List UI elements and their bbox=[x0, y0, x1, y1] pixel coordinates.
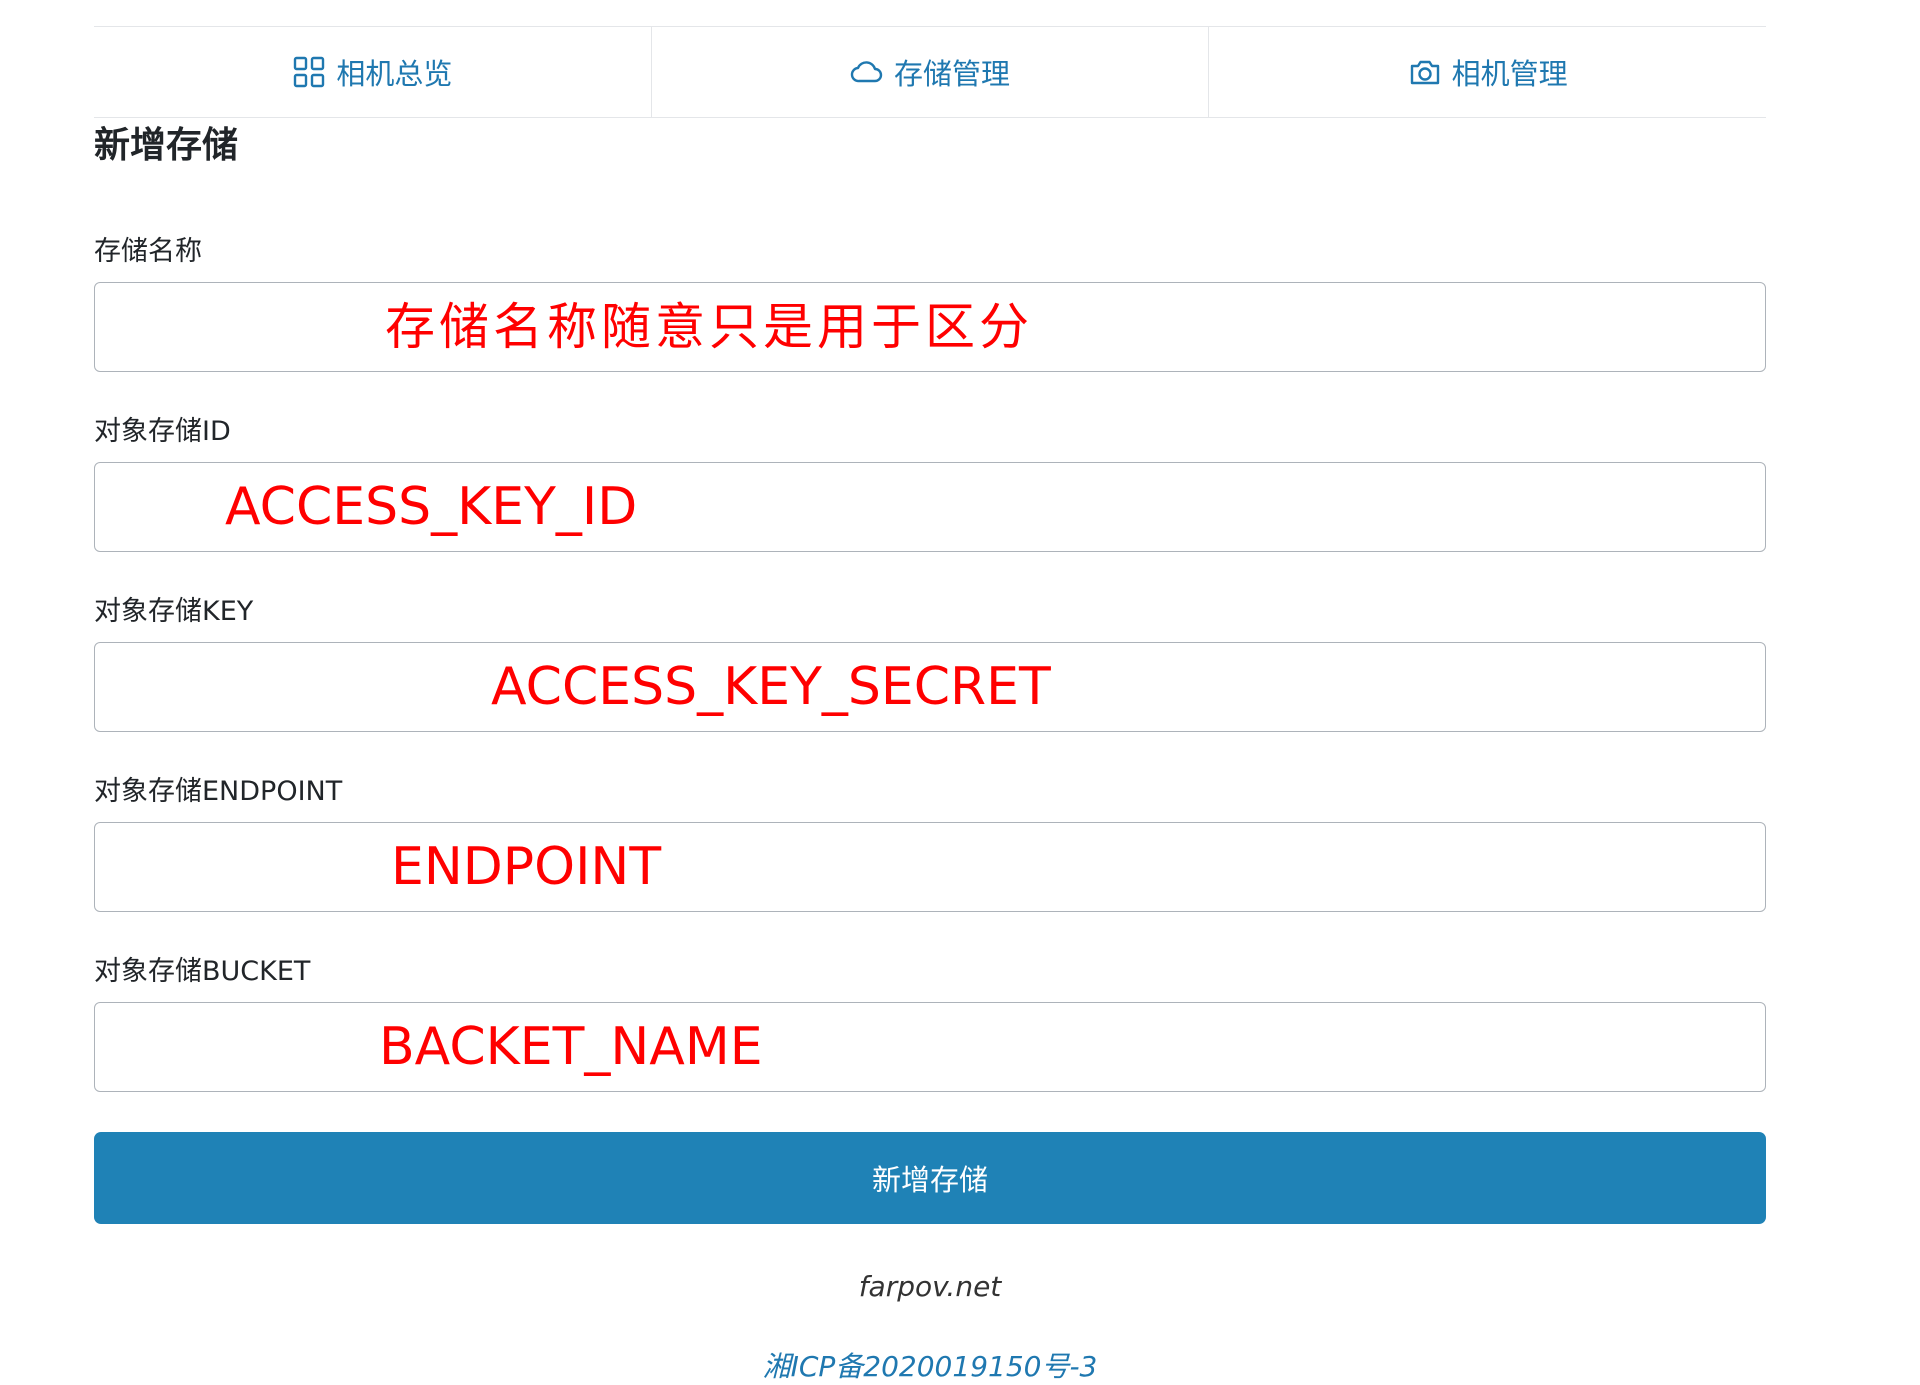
endpoint-field: 对象存储ENDPOINT ENDPOINT bbox=[94, 772, 1766, 912]
field-label: 存储名称 bbox=[94, 236, 202, 267]
nav-tab-camera-overview[interactable]: 相机总览 bbox=[94, 27, 651, 117]
footer-site-name: farpov.net bbox=[858, 1270, 1002, 1303]
page-title: 新增存储 bbox=[94, 125, 239, 166]
nav-tab-label: 存储管理 bbox=[894, 57, 1011, 91]
input-value: 存储名称随意只是用于区分 bbox=[385, 298, 1033, 356]
input-value: ACCESS_KEY_SECRET bbox=[491, 657, 1051, 717]
input-value: ENDPOINT bbox=[391, 837, 662, 897]
field-label: 对象存储BUCKET bbox=[94, 956, 311, 987]
field-label: 对象存储ENDPOINT bbox=[94, 776, 343, 807]
access-key-secret-input[interactable]: ACCESS_KEY_SECRET bbox=[94, 642, 1766, 732]
bucket-input[interactable]: BACKET_NAME bbox=[94, 1002, 1766, 1092]
access-key-id-field: 对象存储ID ACCESS_KEY_ID bbox=[94, 412, 1766, 552]
nav-tab-camera-management[interactable]: 相机管理 bbox=[1208, 27, 1766, 117]
field-label: 对象存储ID bbox=[94, 416, 231, 447]
top-nav: 相机总览 存储管理 相机管理 bbox=[94, 26, 1766, 118]
nav-tab-label: 相机总览 bbox=[336, 57, 453, 91]
storage-name-field: 存储名称 存储名称随意只是用于区分 bbox=[94, 232, 1766, 372]
storage-name-input[interactable]: 存储名称随意只是用于区分 bbox=[94, 282, 1766, 372]
bucket-field: 对象存储BUCKET BACKET_NAME bbox=[94, 952, 1766, 1092]
footer-icp-link[interactable]: 湘ICP备2020019150号-3 bbox=[762, 1350, 1098, 1383]
access-key-id-input[interactable]: ACCESS_KEY_ID bbox=[94, 462, 1766, 552]
nav-tab-label: 相机管理 bbox=[1451, 57, 1568, 91]
input-value: ACCESS_KEY_ID bbox=[225, 477, 638, 537]
camera-icon bbox=[1408, 55, 1442, 89]
field-label: 对象存储KEY bbox=[94, 596, 254, 627]
cloud-icon bbox=[850, 55, 884, 89]
input-value: BACKET_NAME bbox=[379, 1017, 763, 1077]
access-key-secret-field: 对象存储KEY ACCESS_KEY_SECRET bbox=[94, 592, 1766, 732]
endpoint-input[interactable]: ENDPOINT bbox=[94, 822, 1766, 912]
add-storage-button[interactable]: 新增存储 bbox=[94, 1132, 1766, 1224]
grid-icon bbox=[292, 55, 326, 89]
nav-tab-storage-management[interactable]: 存储管理 bbox=[650, 27, 1209, 117]
